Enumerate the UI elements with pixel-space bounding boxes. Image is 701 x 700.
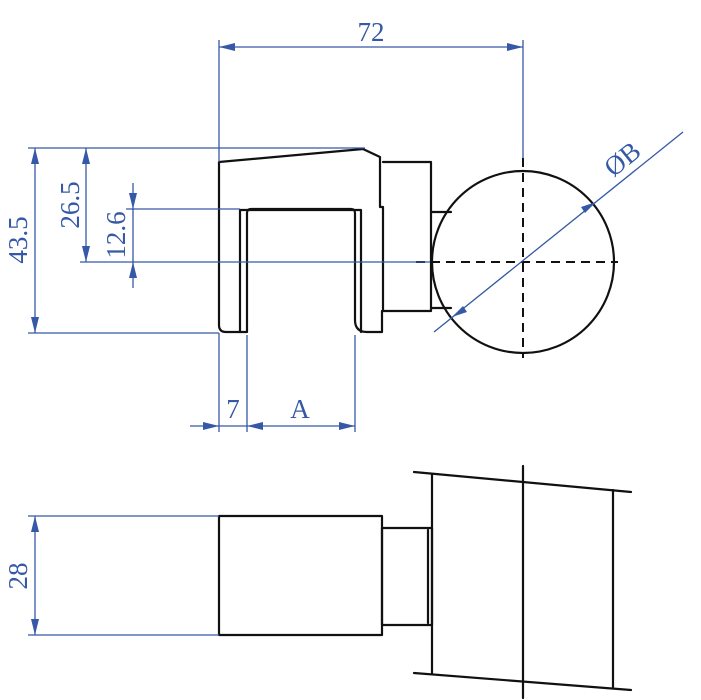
connector-block [381,160,433,313]
connector-neck [429,210,453,310]
dim-height-total: 43.5 [3,216,33,263]
dim-height-mid: 26.5 [55,181,85,228]
channel-inner-outline [238,208,363,334]
front-dimensions: 72 43.5 26.5 12.6 7 A ØB [3,17,684,432]
dim-diameter: ØB [598,136,646,183]
side-view [217,464,633,700]
dim-height-small: 12.6 [101,211,131,258]
dim-width-total: 72 [358,17,385,47]
dim-depth: 28 [3,563,33,590]
side-dimensions: 28 [3,515,219,636]
dim-slot-width: A [290,394,310,424]
clamp-side-rect [217,514,384,637]
connector-side-rect [380,526,434,627]
dim-wall-thickness: 7 [226,394,240,424]
clamp-body-outline [217,147,385,334]
front-view [217,147,618,358]
